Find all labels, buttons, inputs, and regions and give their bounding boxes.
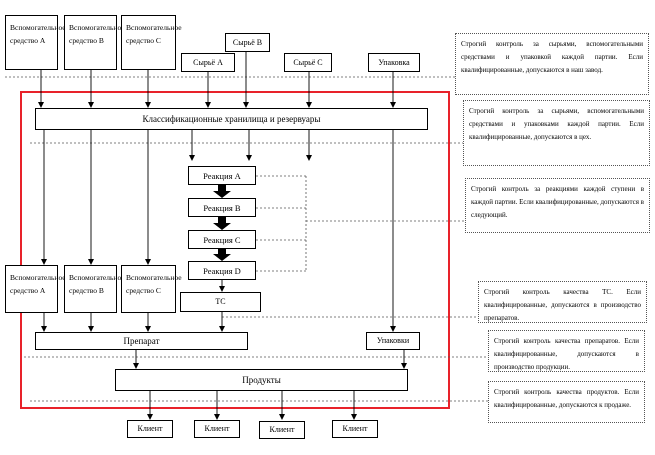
aux-b-input: Вспомогательное средство B xyxy=(64,15,125,70)
note-tc-control: Строгий контроль качества TC. Если квали… xyxy=(478,281,647,323)
aux-a-input: Вспомогательное средство A xyxy=(5,15,66,70)
workshop-frame xyxy=(20,91,450,409)
tc-box: TC xyxy=(180,292,261,312)
client-4: Клиент xyxy=(332,420,378,438)
packages-box: Упаковки xyxy=(366,332,420,350)
raw-c-input: Сырьё C xyxy=(284,53,332,72)
note-workshop-intake: Строгий контроль за сырьями, вспомогател… xyxy=(463,100,650,166)
aux-b-lower: Вспомогательное средство B xyxy=(64,265,125,313)
note-preparation-control: Строгий контроль качества препаратов. Ес… xyxy=(488,330,645,372)
client-2: Клиент xyxy=(194,420,240,438)
products-box: Продукты xyxy=(115,369,408,391)
aux-c-input: Вспомогательное средство C xyxy=(121,15,182,70)
reaction-c: Реакция C xyxy=(188,230,256,249)
aux-c-lower: Вспомогательное средство C xyxy=(121,265,182,313)
raw-b-input: Сырьё B xyxy=(225,33,270,52)
storage-box: Классификационные хранилища и резервуары xyxy=(35,108,428,130)
raw-a-input: Сырьё A xyxy=(181,53,235,72)
preparation-box: Препарат xyxy=(35,332,248,350)
reaction-d: Реакция D xyxy=(188,261,256,280)
note-product-control: Строгий контроль качества продуктов. Есл… xyxy=(488,381,645,423)
packaging-input: Упаковка xyxy=(368,53,420,72)
reaction-b: Реакция B xyxy=(188,198,256,217)
client-1: Клиент xyxy=(127,420,173,438)
note-plant-intake: Строгий контроль за сырьями, вспомогател… xyxy=(455,33,649,95)
reaction-a: Реакция A xyxy=(188,166,256,185)
note-reaction-control: Строгий контроль за реакциями каждой сту… xyxy=(465,178,650,233)
client-3: Клиент xyxy=(259,421,305,439)
aux-a-lower: Вспомогательное средство A xyxy=(5,265,66,313)
